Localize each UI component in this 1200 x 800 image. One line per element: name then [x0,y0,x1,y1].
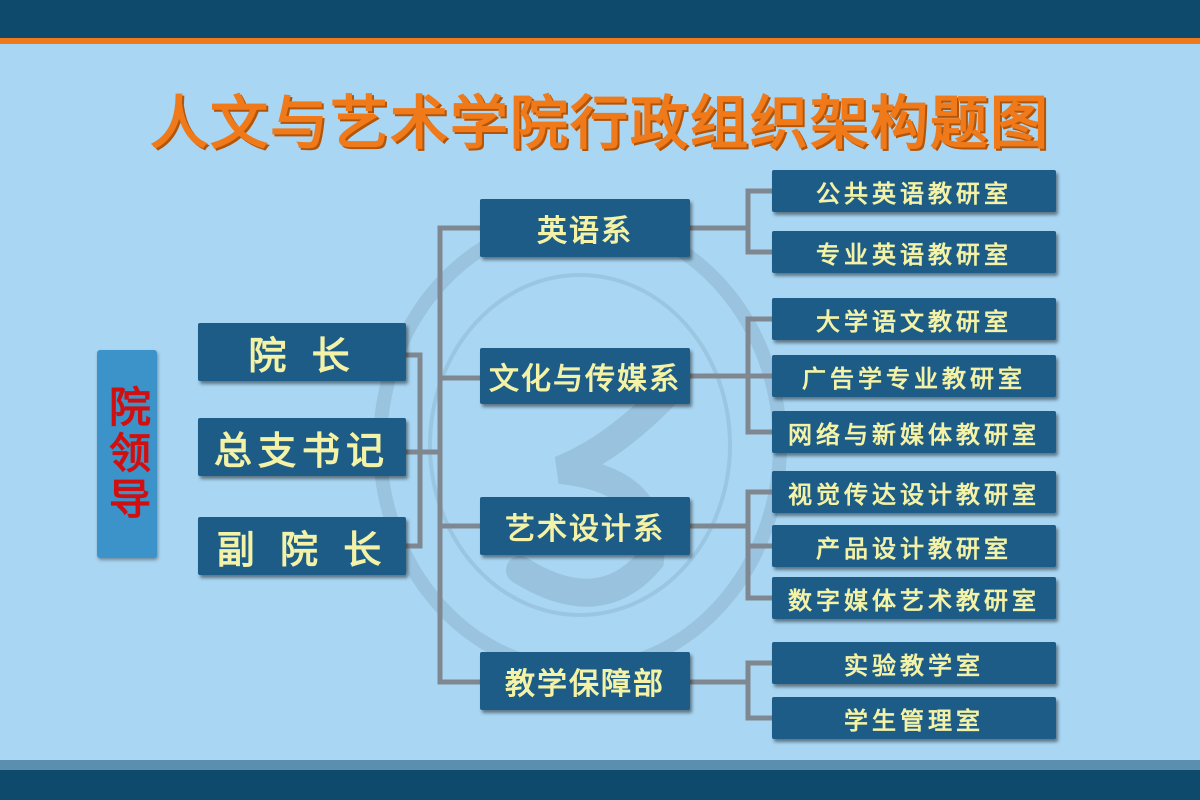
bottom-banner-bar [0,770,1200,800]
department-culture-media-box[interactable]: 文化与传媒系 [480,348,690,404]
office-experimental-teaching[interactable]: 实验教学室 [772,642,1056,684]
page-title: 人文与艺术学院行政组织架构题图 [149,89,1050,157]
leader-vice-dean-box[interactable]: 副 院 长 [198,517,406,575]
top-accent-stripe [0,38,1200,44]
leader-party-secretary-box[interactable]: 总支书记 [198,418,406,476]
office-professional-english[interactable]: 专业英语教研室 [772,231,1056,273]
department-art-design-box[interactable]: 艺术设计系 [480,497,690,555]
office-visual-communication[interactable]: 视觉传达设计教研室 [772,471,1056,513]
office-digital-media-art[interactable]: 数字媒体艺术教研室 [772,577,1056,619]
office-product-design[interactable]: 产品设计教研室 [772,525,1056,567]
school-emblem-watermark [373,213,787,677]
office-advertising[interactable]: 广告学专业教研室 [772,355,1056,397]
leader-dean-box[interactable]: 院 长 [198,323,406,381]
department-teaching-support-box[interactable]: 教学保障部 [480,652,690,710]
leadership-tag: 院领导 [97,350,157,558]
office-public-english[interactable]: 公共英语教研室 [772,170,1056,212]
top-banner-bar [0,0,1200,38]
department-english-box[interactable]: 英语系 [480,199,690,257]
leadership-tag-label: 院领导 [102,385,152,523]
office-college-chinese[interactable]: 大学语文教研室 [772,298,1056,340]
bottom-accent-stripe [0,760,1200,770]
office-student-management[interactable]: 学生管理室 [772,697,1056,739]
office-new-media[interactable]: 网络与新媒体教研室 [772,411,1056,453]
